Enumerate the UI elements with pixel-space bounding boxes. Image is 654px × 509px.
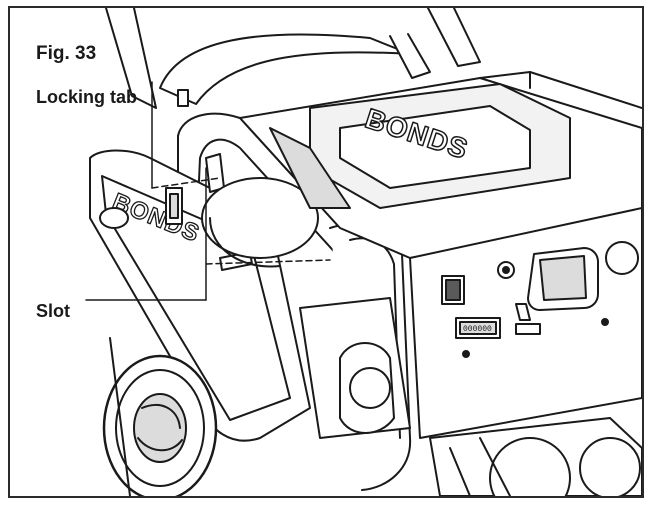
fuel-tank	[201, 127, 351, 268]
generator-line-drawing: BONDS 000000	[85, 8, 642, 496]
figure-frame: BONDS 000000	[8, 6, 644, 498]
engine	[299, 297, 642, 496]
control-panel: 000000	[409, 207, 642, 439]
figure-title: Fig. 33	[36, 43, 97, 64]
callout-locking-tab: Locking tab	[36, 87, 138, 107]
carry-handle	[105, 8, 481, 109]
wheel	[102, 337, 218, 496]
callout-slot: Slot	[36, 301, 70, 321]
top-cover: BONDS	[239, 71, 642, 259]
callout-leaders	[85, 81, 331, 301]
locking-tab-detail	[165, 89, 253, 271]
svg-text:000000: 000000	[463, 325, 492, 334]
